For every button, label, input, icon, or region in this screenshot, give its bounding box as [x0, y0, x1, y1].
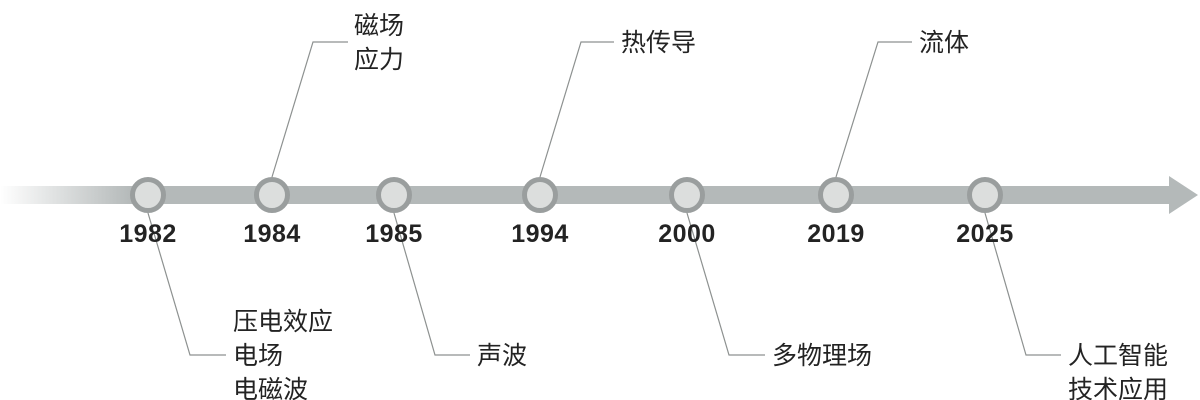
milestone-node-1982[interactable] [130, 177, 166, 213]
year-label-2025: 2025 [956, 220, 1014, 248]
topic-label-1985: 声波 [477, 339, 527, 373]
topic-line: 磁场 [354, 12, 405, 40]
topic-label-1982: 压电效应电场电磁波 [233, 305, 333, 400]
leader-lines [147, 41, 1061, 356]
topic-label-2000: 多物理场 [772, 339, 872, 373]
topic-label-1984: 磁场应力 [354, 9, 404, 77]
topic-line: 技术应用 [1068, 376, 1169, 400]
leader-line-2025 [984, 212, 1061, 356]
leader-line-1985 [393, 212, 470, 356]
topic-line: 流体 [919, 29, 970, 57]
leader-line-2019 [835, 41, 912, 178]
leader-line-2000 [686, 212, 765, 356]
year-label-1982: 1982 [119, 220, 177, 248]
milestone-node-1984[interactable] [254, 177, 290, 213]
topic-line: 电磁波 [233, 376, 309, 400]
topic-line: 电场 [233, 342, 284, 370]
timeline-axis [0, 176, 1198, 214]
topic-line: 声波 [477, 342, 528, 370]
topic-label-1994: 热传导 [621, 26, 696, 60]
year-label-2019: 2019 [807, 220, 865, 248]
topic-line: 应力 [354, 46, 405, 74]
milestone-node-2000[interactable] [669, 177, 705, 213]
milestone-node-2025[interactable] [967, 177, 1003, 213]
year-label-2000: 2000 [658, 220, 716, 248]
milestone-node-1985[interactable] [376, 177, 412, 213]
milestone-node-1994[interactable] [522, 177, 558, 213]
year-label-1985: 1985 [365, 220, 423, 248]
leader-line-1982 [147, 212, 226, 356]
topic-line: 压电效应 [233, 308, 334, 336]
leader-line-1984 [271, 41, 348, 178]
topic-label-2025: 人工智能技术应用 [1068, 339, 1168, 400]
year-label-1984: 1984 [243, 220, 301, 248]
milestone-node-2019[interactable] [818, 177, 854, 213]
topic-line: 热传导 [621, 29, 697, 57]
topic-line: 人工智能 [1068, 342, 1169, 370]
leader-line-1994 [539, 41, 614, 178]
topic-line: 多物理场 [772, 342, 873, 370]
year-label-1994: 1994 [511, 220, 569, 248]
topic-label-2019: 流体 [919, 26, 969, 60]
milestone-nodes [130, 177, 1003, 213]
timeline-arrow [0, 176, 1198, 214]
